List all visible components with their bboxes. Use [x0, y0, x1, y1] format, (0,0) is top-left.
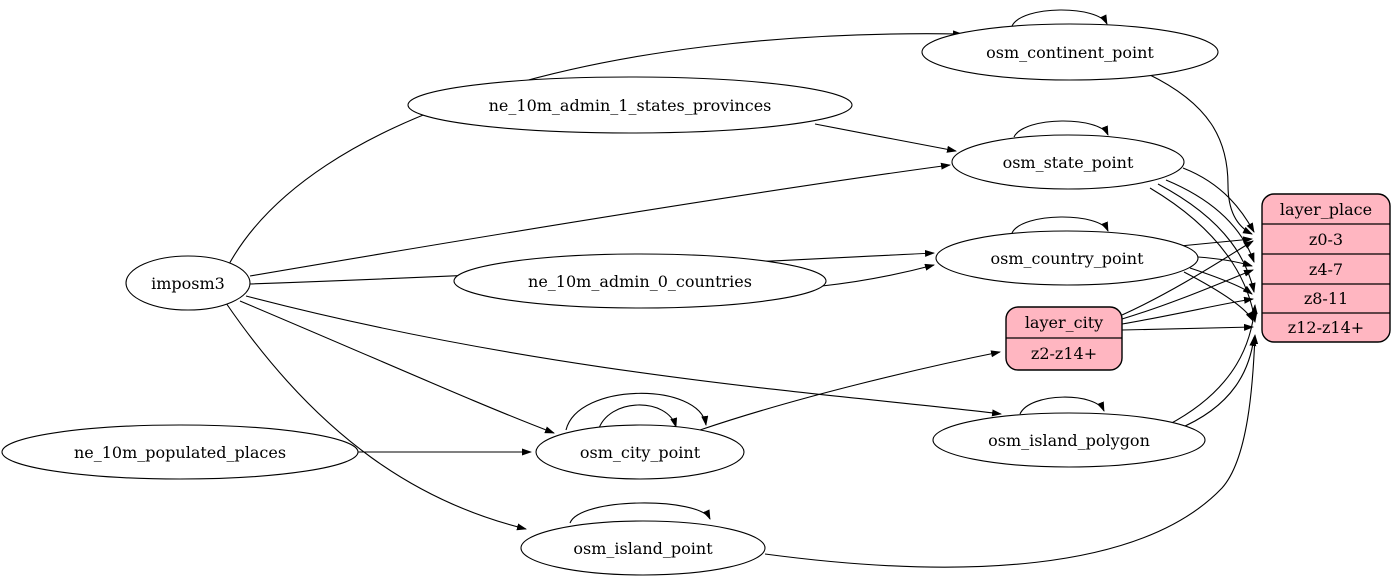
edge-osm_country_point-z12-z14: [1183, 271, 1254, 322]
node-osm_island_point: osm_island_point: [520, 520, 766, 576]
edge-layer_city-z0-3: [1121, 240, 1254, 316]
record-layer_city: layer_city z2-z14+: [1005, 306, 1123, 371]
osm_continent_point-shape: [921, 23, 1219, 81]
edge-osm_state_point-z8-11: [1157, 183, 1256, 293]
edge-imposm3-osm_island_point: [225, 302, 527, 531]
layer_place-row-z8-11: z8-11: [1304, 289, 1348, 308]
edge-osm_state_point-z0-3: [1182, 167, 1255, 233]
imposm3-label: imposm3: [151, 274, 225, 293]
node-osm_state_point: osm_state_point: [951, 134, 1185, 190]
edge-imposm3-osm_continent_point: [227, 30, 963, 267]
edge-layer_city-z8-11: [1121, 296, 1254, 325]
ne_10m_admin_1_states_provinces-label: ne_10m_admin_1_states_provinces: [489, 96, 772, 115]
edge-osm_country_point-z4-7: [1197, 256, 1253, 267]
edge-imposm3-osm_city_point: [239, 300, 555, 434]
self-loop-osm_city_point-inner: [597, 404, 678, 432]
self-loop-osm_island_point: [569, 502, 711, 524]
edge-layer: [225, 9, 1259, 568]
edge-imposm3-osm_island_polygon: [245, 295, 1002, 417]
self-loop-osm_island_polygon: [1019, 396, 1105, 415]
osm_island_point-shape: [520, 520, 766, 576]
edge-osm_continent_point-z0-3: [1147, 73, 1253, 235]
self-loop-osm_state_point: [1013, 120, 1109, 138]
layer_place-row-z4-7: z4-7: [1309, 260, 1343, 279]
osm_city_point-label: osm_city_point: [580, 443, 701, 462]
layer_place-box: [1261, 193, 1391, 343]
osm_country_point-shape: [935, 230, 1199, 286]
edge-osm_island_polygon-z8-11: [1167, 304, 1258, 426]
node-ne_10m_populated_places: ne_10m_populated_places: [1, 424, 359, 480]
self-loop-osm_continent_point: [1011, 9, 1108, 27]
edge-imposm3-osm_state_point: [249, 162, 951, 277]
layer_place-title: layer_place: [1280, 200, 1372, 219]
layer_place-row-z12-z14: z12-z14+: [1288, 318, 1364, 337]
record-layer_place: layer_place z0-3 z4-7 z8-11 z12-z14+: [1261, 193, 1391, 343]
edge-osm_country_point-z8-11: [1189, 267, 1253, 295]
edge-layer_city-z4-7: [1121, 269, 1254, 320]
layer_city-row-z2-z14: z2-z14+: [1031, 344, 1097, 363]
ne_10m_admin_0_countries-shape: [453, 253, 827, 309]
ne_10m_admin_1_states_provinces-shape: [407, 76, 853, 134]
osm_country_point-label: osm_country_point: [990, 249, 1144, 268]
layer_place-row-z0-3: z0-3: [1309, 230, 1343, 249]
edge-ne_10m_admin_1_states_provinces-osm_state_point: [814, 123, 957, 153]
ne_10m_admin_0_countries-label: ne_10m_admin_0_countries: [528, 272, 752, 291]
node-osm_continent_point: osm_continent_point: [921, 23, 1219, 81]
osm_island_polygon-label: osm_island_polygon: [988, 431, 1150, 450]
edge-layer_city-z12-z14: [1121, 323, 1254, 331]
edge-osm_country_point-z0-3: [1179, 236, 1253, 247]
osm_continent_point-label: osm_continent_point: [986, 43, 1154, 62]
node-osm_island_polygon: osm_island_polygon: [932, 412, 1206, 468]
edge-osm_state_point-z4-7: [1165, 179, 1255, 263]
layer_city-title: layer_city: [1025, 313, 1103, 332]
edge-ne_10m_admin_0_countries-osm_country_point: [821, 263, 935, 287]
osm_island_point-label: osm_island_point: [573, 539, 713, 558]
osm_state_point-label: osm_state_point: [1003, 153, 1134, 172]
osm_island_polygon-shape: [932, 412, 1206, 468]
osm_city_point-shape: [535, 424, 745, 480]
node-ne_10m_admin_1_states_provinces: ne_10m_admin_1_states_provinces: [407, 76, 853, 134]
self-loop-osm_city_point-outer: [565, 392, 709, 431]
self-loop-osm_country_point: [1011, 216, 1109, 234]
edge-osm_island_polygon-z12-z14: [1175, 336, 1257, 431]
node-osm_city_point: osm_city_point: [535, 424, 745, 480]
osm_state_point-shape: [951, 134, 1185, 190]
ne_10m_populated_places-label: ne_10m_populated_places: [74, 443, 286, 462]
node-osm_country_point: osm_country_point: [935, 230, 1199, 286]
edge-osm_city_point-layer_city: [699, 350, 1001, 431]
edge-osm_island_point-z12-z14: [764, 334, 1259, 568]
ne_10m_populated_places-shape: [1, 424, 359, 480]
imposm3-shape: [125, 255, 251, 311]
node-imposm3: imposm3: [125, 255, 251, 311]
node-ne_10m_admin_0_countries: ne_10m_admin_0_countries: [453, 253, 827, 309]
